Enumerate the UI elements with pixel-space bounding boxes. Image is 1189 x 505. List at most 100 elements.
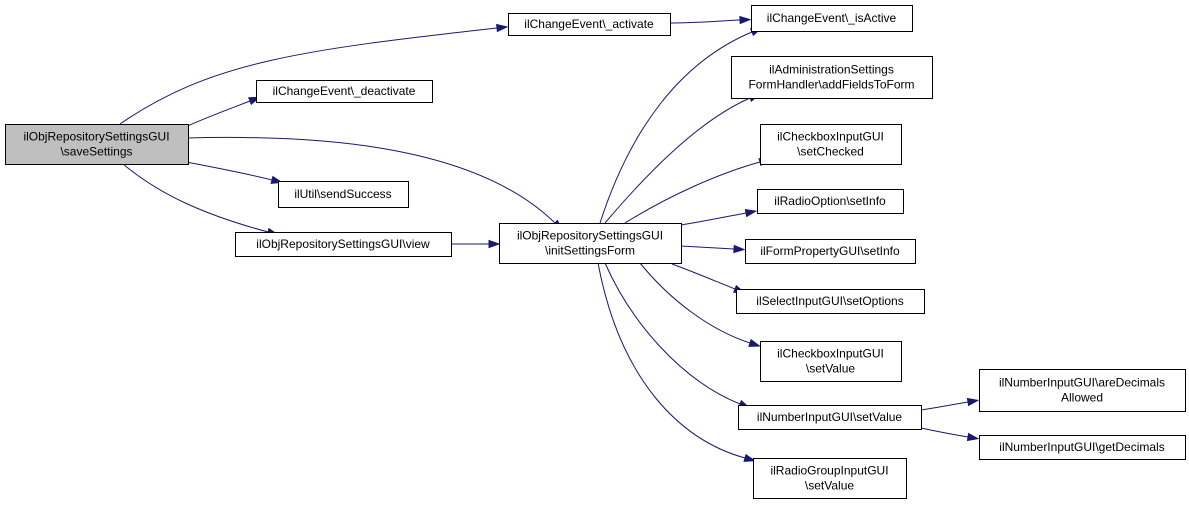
edge-initSettingsForm-to-formPropSetInfo (680, 244, 746, 254)
node-label: ilChangeEvent\_isActive (767, 11, 897, 25)
node-isActive[interactable]: ilChangeEvent\_isActive (751, 5, 913, 32)
node-box (760, 124, 902, 165)
edge-line (920, 427, 969, 438)
node-label: ilRadioGroupInputGUI (770, 464, 888, 478)
arrow-head-icon (739, 15, 752, 25)
node-radioSetInfo[interactable]: ilRadioOption\setInfo (757, 189, 904, 214)
edge-line (182, 100, 251, 129)
edge-line (680, 212, 747, 226)
node-box (736, 289, 925, 314)
node-label: Allowed (1061, 391, 1103, 405)
edge-initSettingsForm-to-radioGroupSetValue (597, 262, 757, 462)
edge-activate-to-isActive (669, 15, 752, 25)
edge-line (604, 97, 751, 224)
node-view[interactable]: ilObjRepositorySettingsGUI\view (235, 232, 452, 257)
arrow-head-icon (744, 208, 758, 218)
node-box (256, 80, 433, 103)
edge-initSettingsForm-to-cbSetValue (639, 262, 761, 347)
node-box (731, 56, 933, 99)
arrow-head-icon (748, 338, 761, 347)
node-label: ilChangeEvent\_deactivate (273, 84, 416, 98)
node-label: FormHandler\addFieldsToForm (748, 78, 914, 92)
edge-line (119, 27, 498, 125)
edge-initSettingsForm-to-addFieldsToForm (604, 93, 761, 224)
node-box (738, 405, 922, 430)
edge-numSetValue-to-getDecimals (920, 427, 980, 442)
node-sendSuccess[interactable]: ilUtil\sendSuccess (278, 181, 409, 208)
node-label: ilCheckboxInputGUI (777, 130, 884, 144)
edge-initSettingsForm-to-radioSetInfo (680, 208, 758, 226)
node-box (499, 223, 682, 264)
arrow-head-icon (496, 23, 509, 33)
node-box (508, 13, 671, 36)
arrow-head-icon (966, 397, 980, 407)
edge-line (597, 262, 746, 459)
node-label: ilUtil\sendSuccess (294, 187, 391, 201)
edge-saveSettings-to-view (122, 163, 280, 236)
node-label: ilObjRepositorySettingsGUI (23, 130, 169, 144)
node-label: ilNumberInputGUI\setValue (757, 410, 903, 424)
node-selectSetOptions[interactable]: ilSelectInputGUI\setOptions (736, 289, 925, 314)
node-label: \setChecked (797, 145, 864, 159)
node-box (753, 458, 907, 499)
arrow-head-icon (733, 244, 746, 254)
node-saveSettings[interactable]: ilObjRepositorySettingsGUI\saveSettings (5, 124, 189, 165)
node-label: \saveSettings (60, 145, 132, 159)
edge-line (669, 19, 741, 24)
node-formPropSetInfo[interactable]: ilFormPropertyGUI\setInfo (745, 239, 916, 264)
node-label: ilNumberInputGUI\areDecimals (999, 376, 1165, 390)
nodes-layer: ilObjRepositorySettingsGUI\saveSettingsi… (5, 5, 1186, 499)
edge-saveSettings-to-deactivate (182, 96, 261, 129)
node-getDecimals[interactable]: ilNumberInputGUI\getDecimals (979, 435, 1186, 460)
edge-numSetValue-to-areDecimalsAllowed (920, 397, 980, 411)
edge-view-to-initSettingsForm (451, 239, 501, 249)
node-label: ilObjRepositorySettingsGUI (517, 229, 663, 243)
edge-saveSettings-to-activate (119, 23, 509, 125)
node-label: ilNumberInputGUI\getDecimals (999, 440, 1164, 454)
arrow-head-icon (743, 453, 757, 462)
node-label: ilRadioOption\setInfo (774, 194, 886, 208)
node-cbSetValue[interactable]: ilCheckboxInputGUI\setValue (760, 341, 902, 382)
node-box (235, 232, 452, 257)
edge-line (604, 262, 741, 405)
edge-line (185, 136, 556, 224)
node-label: \setValue (805, 479, 854, 493)
node-label: ilChangeEvent\_activate (524, 17, 654, 31)
edge-line (122, 163, 269, 233)
edge-line (624, 161, 761, 224)
edge-line (639, 262, 751, 344)
node-radioGroupSetValue[interactable]: ilRadioGroupInputGUI\setValue (753, 458, 907, 499)
node-box (278, 181, 409, 208)
node-label: ilSelectInputGUI\setOptions (756, 294, 903, 308)
node-box (745, 239, 916, 264)
arrow-head-icon (488, 239, 501, 249)
edge-line (680, 245, 735, 250)
node-cbSetChecked[interactable]: ilCheckboxInputGUI\setChecked (760, 124, 902, 165)
node-box (757, 189, 904, 214)
node-box (5, 124, 189, 165)
edge-initSettingsForm-to-numSetValue (604, 262, 751, 409)
node-deactivate[interactable]: ilChangeEvent\_deactivate (256, 80, 433, 103)
node-box (751, 5, 913, 32)
node-label: ilObjRepositorySettingsGUI\view (256, 237, 430, 251)
arrow-head-icon (966, 432, 980, 442)
node-label: ilAdministrationSettings (769, 63, 894, 77)
edge-initSettingsForm-to-selectSetOptions (671, 263, 746, 294)
node-addFieldsToForm[interactable]: ilAdministrationSettingsFormHandler\addF… (731, 56, 933, 99)
node-label: \initSettingsForm (545, 244, 635, 258)
node-numSetValue[interactable]: ilNumberInputGUI\setValue (738, 405, 922, 430)
node-activate[interactable]: ilChangeEvent\_activate (508, 13, 671, 36)
node-initSettingsForm[interactable]: ilObjRepositorySettingsGUI\initSettingsF… (499, 223, 682, 264)
edge-line (599, 31, 753, 224)
node-label: \setValue (806, 362, 855, 376)
edge-line (185, 161, 273, 181)
edge-line (671, 263, 736, 290)
node-box (979, 435, 1186, 460)
edge-line (920, 401, 969, 411)
node-box (760, 341, 902, 382)
edge-saveSettings-to-sendSuccess (185, 161, 284, 184)
node-label: ilCheckboxInputGUI (777, 347, 884, 361)
node-box (979, 369, 1186, 412)
